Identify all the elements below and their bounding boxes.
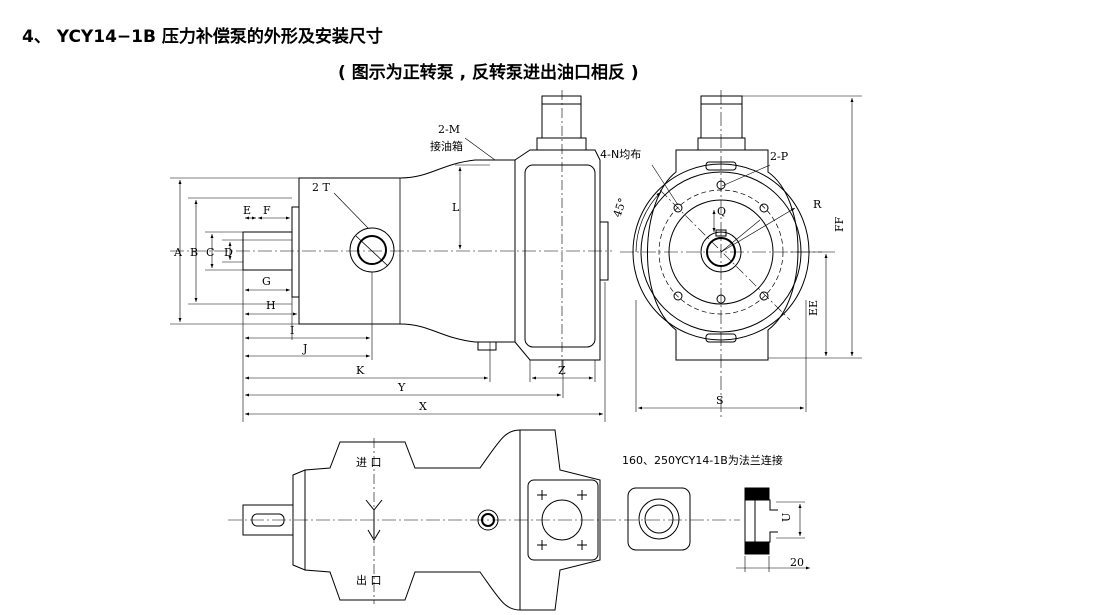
label-drain-note: 接油箱: [430, 139, 463, 153]
dim-r: R: [813, 198, 822, 211]
dim-q: Q: [717, 205, 726, 218]
front-view-labels: 4-N均布 2-P 45° Q R FF EE S: [600, 148, 846, 407]
page-title: 4、 YCY14−1B 压力补偿泵的外形及安装尺寸: [22, 27, 383, 47]
label-inlet: 进 口: [356, 456, 382, 469]
top-view: [228, 429, 740, 611]
control-housing: [514, 149, 601, 361]
dim-i: I: [290, 324, 294, 337]
label-angle: 45°: [611, 196, 630, 219]
dim-b: B: [190, 246, 198, 259]
label-port-t: 2 T: [312, 181, 330, 194]
top-cylinder: [541, 95, 582, 139]
side-view: [170, 90, 612, 422]
dim-k: K: [356, 364, 365, 377]
dim-j: J: [302, 342, 307, 355]
page-subtitle: ( 图示为正转泵 , 反转泵进出油口相反 ): [338, 63, 639, 83]
dim-l: L: [452, 201, 460, 214]
dim-g: G: [262, 275, 271, 288]
dim-y: Y: [397, 381, 406, 394]
label-holes: 4-N均布: [600, 148, 641, 161]
dim-d: D: [224, 246, 233, 259]
top-view-labels: 进 口 出 口: [356, 456, 382, 587]
label-flange-note: 160、250YCY14-1B为法兰连接: [622, 453, 783, 467]
label-outlet: 出 口: [356, 573, 382, 587]
dim-ff: FF: [833, 216, 846, 232]
dim-z: Z: [558, 364, 566, 377]
dim-20: 20: [790, 556, 804, 569]
dim-u: U: [780, 513, 793, 522]
dim-a: A: [173, 246, 183, 259]
flange-detail-labels: 160、250YCY14-1B为法兰连接 U 20: [622, 453, 804, 569]
side-view-labels: 2-M 接油箱 2 T A B C D E F G H I J K L Z Y …: [173, 123, 566, 413]
dim-c: C: [206, 246, 214, 259]
dim-ee: EE: [807, 300, 820, 316]
dim-h: H: [266, 299, 276, 312]
label-port-p: 2-P: [770, 150, 789, 163]
dim-x: X: [419, 400, 427, 413]
flange-detail: [627, 487, 810, 572]
dim-s: S: [716, 394, 724, 407]
mounting-flange: [291, 206, 300, 298]
top-cylinder-base: [536, 137, 587, 151]
label-drain-port: 2-M: [438, 123, 460, 136]
dim-e: E: [243, 204, 251, 217]
dim-f: F: [263, 204, 271, 217]
front-view: [620, 90, 862, 420]
